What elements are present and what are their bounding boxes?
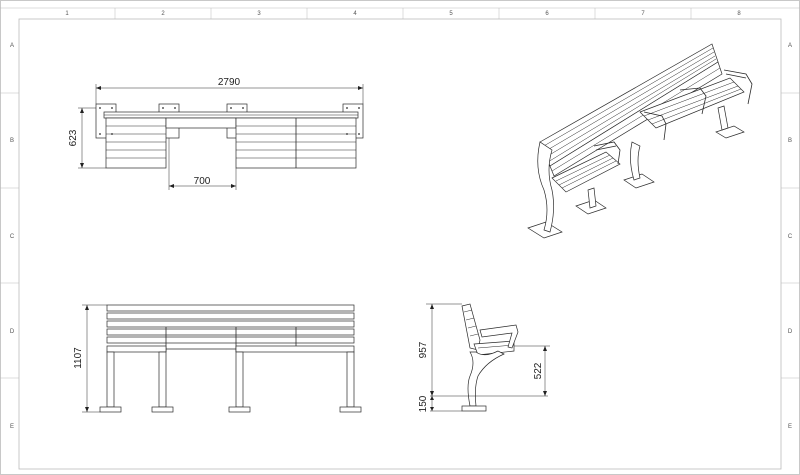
row-label-d-right: D <box>788 329 793 335</box>
foot-2 <box>151 406 174 413</box>
row-ticks <box>0 92 800 379</box>
row-label-e: E <box>10 424 14 430</box>
iso-plate-4 <box>715 125 745 139</box>
leg-1 <box>106 351 115 408</box>
row-label-c: C <box>10 234 15 240</box>
iso-leg-4 <box>717 105 729 131</box>
row-label-a: A <box>10 43 14 49</box>
backrest-slat-5 <box>106 336 355 344</box>
dim-side-height: 957 <box>418 341 429 358</box>
iso-leg-2 <box>587 187 597 209</box>
dim-top-depth: 623 <box>68 129 79 146</box>
row-label-a-right: A <box>788 43 792 49</box>
column-ticks <box>0 7 800 19</box>
foot-4 <box>339 406 362 413</box>
column-label-3: 3 <box>257 11 261 17</box>
side-foot <box>461 405 487 412</box>
column-label-8: 8 <box>737 11 741 17</box>
side-view: 957 150 522 <box>418 303 550 412</box>
column-label-2: 2 <box>161 11 165 17</box>
leg-4 <box>346 351 355 408</box>
iso-seat-right <box>639 77 745 129</box>
row-label-b-right: B <box>788 138 792 144</box>
column-label-6: 6 <box>545 11 549 17</box>
dim-side-seat-height: 522 <box>533 362 544 379</box>
side-armrest <box>479 324 519 349</box>
middle-rail <box>165 117 237 129</box>
isometric-view <box>527 43 753 239</box>
leg-2 <box>158 351 167 408</box>
leg-3 <box>235 351 244 408</box>
side-seat <box>473 340 515 356</box>
foot-3 <box>228 406 251 413</box>
row-label-d: D <box>10 329 15 335</box>
backrest-slat-3 <box>106 320 355 328</box>
dim-front-height: 1107 <box>73 347 84 369</box>
dim-top-length: 2790 <box>218 77 241 88</box>
dim-side-base: 150 <box>418 395 429 412</box>
row-label-e-right: E <box>788 424 792 430</box>
iso-leg-3 <box>630 141 641 181</box>
front-view: 1107 <box>73 304 362 413</box>
seat-left <box>105 117 167 169</box>
side-leg <box>467 350 505 407</box>
foot-1 <box>99 406 122 413</box>
iso-leg-1 <box>537 141 554 233</box>
seat-front-right <box>235 345 355 353</box>
iso-seat-left <box>551 151 621 193</box>
dim-top-leg-spacing: 700 <box>194 176 211 187</box>
row-label-b: B <box>10 138 14 144</box>
column-label-7: 7 <box>641 11 645 17</box>
column-label-5: 5 <box>449 11 453 17</box>
backrest-slat-2 <box>106 312 355 320</box>
top-view: 2790 623 700 <box>68 77 364 190</box>
row-label-c-right: C <box>788 234 793 240</box>
backrest-slat-4 <box>106 328 355 336</box>
seat-front-left <box>106 345 167 353</box>
column-label-4: 4 <box>353 11 357 17</box>
inner-frame <box>18 18 782 470</box>
column-label-1: 1 <box>65 11 69 17</box>
backrest-slat-1 <box>106 304 355 312</box>
